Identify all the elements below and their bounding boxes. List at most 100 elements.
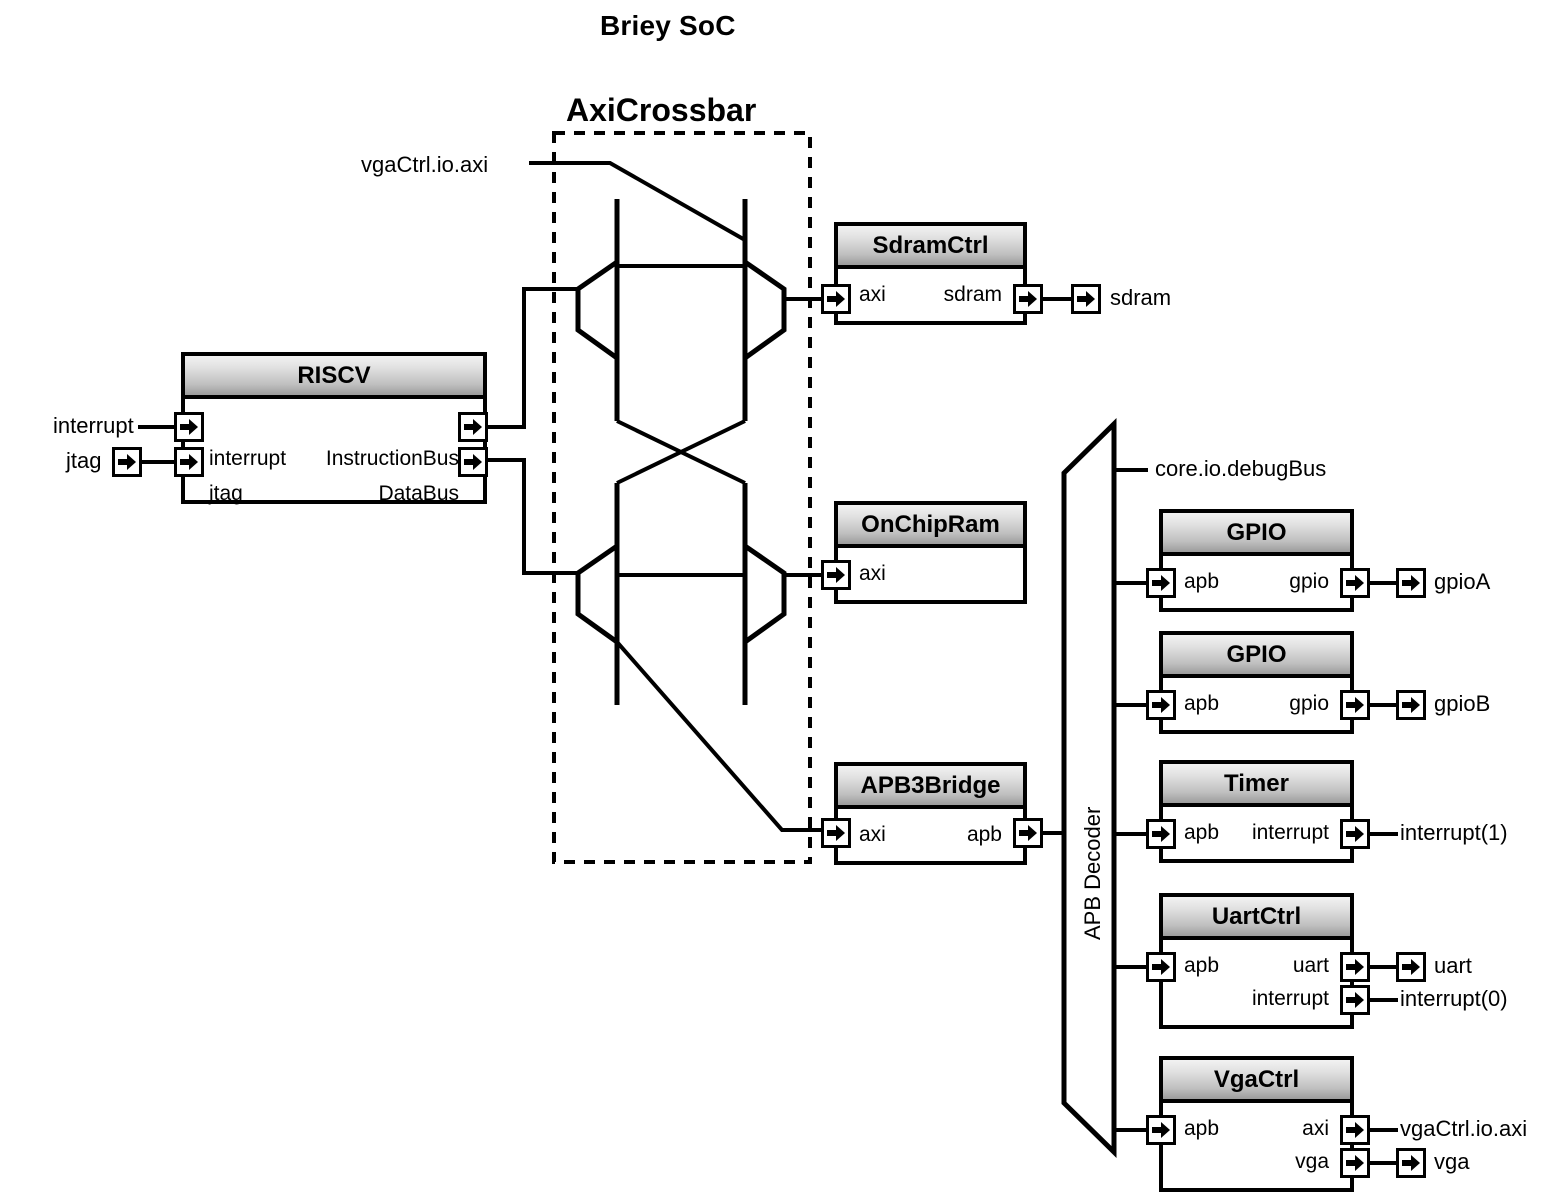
port-icon-timer-apb[interactable] [1146, 819, 1176, 849]
port-icon-external-gpiob[interactable] [1396, 690, 1426, 720]
wire-to-apb3bridge [615, 640, 827, 832]
sdramctrl-port-axi-label: axi [859, 283, 886, 306]
wire-vga-axi-into-crossbar [529, 161, 746, 242]
block-apb3bridge[interactable]: APB3Bridge axi apb [834, 762, 1027, 865]
riscv-port-jtag-label: jtag [209, 482, 243, 505]
external-label-gpiob: gpioB [1434, 691, 1491, 716]
crossbar-mux-lower-left [575, 483, 620, 705]
external-label-vga: vga [1434, 1149, 1470, 1174]
vgactrl-port-apb-label: apb [1184, 1117, 1220, 1140]
axicrossbar-boundary [552, 131, 812, 864]
block-onchipram-title: OnChipRam [838, 505, 1023, 548]
net-label-debugbus: core.io.debugBus [1155, 456, 1327, 481]
port-icon-riscv-instructionbus[interactable] [458, 412, 488, 442]
external-label-vgactrl-axi: vgaCtrl.io.axi [1400, 1116, 1528, 1141]
riscv-port-instructionbus-label: InstructionBus [325, 447, 459, 470]
block-vgactrl-title: VgaCtrl [1163, 1060, 1350, 1103]
block-uartctrl[interactable]: UartCtrl apb uart interrupt [1159, 893, 1354, 1029]
port-icon-onchipram-axi[interactable] [821, 560, 851, 590]
port-icon-gpio-a-apb[interactable] [1146, 568, 1176, 598]
block-gpio-a[interactable]: GPIO apb gpio [1159, 509, 1354, 612]
external-label-interrupt: interrupt [53, 413, 134, 438]
gpio-b-port-gpio-label: gpio [1289, 692, 1329, 715]
block-riscv-title: RISCV [185, 356, 483, 399]
sdramctrl-port-sdram-label: sdram [943, 283, 1002, 306]
port-icon-riscv-jtag[interactable] [174, 447, 204, 477]
port-icon-external-uart[interactable] [1396, 952, 1426, 982]
page-title: Briey SoC [600, 10, 736, 41]
port-icon-apb3bridge-apb[interactable] [1013, 818, 1043, 848]
block-gpio-a-title: GPIO [1163, 513, 1350, 556]
block-sdramctrl[interactable]: SdramCtrl axi sdram [834, 222, 1027, 325]
block-apb3bridge-body: axi apb [838, 809, 1023, 861]
gpio-a-port-apb-label: apb [1184, 570, 1220, 593]
block-timer[interactable]: Timer apb interrupt [1159, 760, 1354, 863]
port-icon-gpio-b-gpio[interactable] [1340, 690, 1370, 720]
external-label-interrupt0: interrupt(0) [1400, 986, 1508, 1011]
wire-instructionbus [487, 287, 578, 429]
vgactrl-port-vga-label: vga [1295, 1150, 1329, 1173]
riscv-port-databus-label: DataBus [378, 482, 459, 505]
block-timer-body: apb interrupt [1163, 807, 1350, 859]
port-icon-vgactrl-apb[interactable] [1146, 1115, 1176, 1145]
port-icon-timer-interrupt[interactable] [1340, 819, 1370, 849]
port-icon-uartctrl-uart[interactable] [1340, 952, 1370, 982]
port-icon-gpio-a-gpio[interactable] [1340, 568, 1370, 598]
block-uartctrl-title: UartCtrl [1163, 897, 1350, 940]
block-apb3bridge-title: APB3Bridge [838, 766, 1023, 809]
crossbar-diagonal-b [616, 419, 746, 485]
uartctrl-port-interrupt-label: interrupt [1251, 987, 1329, 1010]
onchipram-port-axi-label: axi [859, 562, 886, 585]
uartctrl-port-apb-label: apb [1184, 954, 1220, 977]
crossbar-mux-upper-right [742, 199, 787, 421]
block-vgactrl-body: apb axi vga [1163, 1103, 1350, 1188]
block-onchipram[interactable]: OnChipRam axi [834, 501, 1027, 604]
port-icon-riscv-databus[interactable] [458, 447, 488, 477]
external-label-uart: uart [1434, 953, 1472, 978]
port-icon-sdramctrl-axi[interactable] [821, 284, 851, 314]
block-gpio-b-title: GPIO [1163, 635, 1350, 678]
apb-decoder-label: APB Decoder [1080, 806, 1105, 940]
block-gpio-b-body: apb gpio [1163, 678, 1350, 730]
timer-port-apb-label: apb [1184, 821, 1220, 844]
uartctrl-port-uart-label: uart [1292, 954, 1329, 977]
block-sdramctrl-body: axi sdram [838, 269, 1023, 321]
block-riscv-body: interrupt jtag InstructionBus DataBus [185, 399, 483, 505]
block-uartctrl-body: apb uart interrupt [1163, 940, 1350, 1025]
external-label-sdram: sdram [1110, 285, 1172, 310]
timer-port-interrupt-label: interrupt [1251, 821, 1329, 844]
block-vgactrl[interactable]: VgaCtrl apb axi vga [1159, 1056, 1354, 1192]
axicrossbar-label: AxiCrossbar [566, 92, 757, 128]
port-icon-vgactrl-axi[interactable] [1340, 1115, 1370, 1145]
external-label-jtag: jtag [66, 448, 102, 473]
crossbar-mux-lower-right [742, 483, 787, 705]
port-icon-sdramctrl-sdram[interactable] [1013, 284, 1043, 314]
port-icon-external-jtag[interactable] [112, 447, 142, 477]
block-gpio-b[interactable]: GPIO apb gpio [1159, 631, 1354, 734]
apb3bridge-port-axi-label: axi [859, 823, 886, 846]
apb-decoder-shape [1061, 418, 1117, 1158]
block-onchipram-body: axi [838, 548, 1023, 600]
port-icon-apb3bridge-axi[interactable] [821, 818, 851, 848]
gpio-b-port-apb-label: apb [1184, 692, 1220, 715]
port-icon-uartctrl-interrupt[interactable] [1340, 985, 1370, 1015]
port-icon-external-sdram[interactable] [1071, 284, 1101, 314]
port-icon-gpio-b-apb[interactable] [1146, 690, 1176, 720]
port-icon-external-vga[interactable] [1396, 1148, 1426, 1178]
external-label-interrupt1: interrupt(1) [1400, 820, 1508, 845]
block-sdramctrl-title: SdramCtrl [838, 226, 1023, 269]
external-label-gpioa: gpioA [1434, 569, 1491, 594]
net-label-vgactrl-axi-top: vgaCtrl.io.axi [361, 152, 489, 177]
block-timer-title: Timer [1163, 764, 1350, 807]
port-icon-uartctrl-apb[interactable] [1146, 952, 1176, 982]
crossbar-mux-upper-left [575, 199, 620, 421]
block-riscv[interactable]: RISCV interrupt jtag InstructionBus Data… [181, 352, 487, 505]
port-icon-riscv-interrupt[interactable] [174, 412, 204, 442]
port-icon-external-gpioa[interactable] [1396, 568, 1426, 598]
block-gpio-a-body: apb gpio [1163, 556, 1350, 608]
apb3bridge-port-apb-label: apb [966, 823, 1002, 846]
gpio-a-port-gpio-label: gpio [1289, 570, 1329, 593]
port-icon-vgactrl-vga[interactable] [1340, 1148, 1370, 1178]
